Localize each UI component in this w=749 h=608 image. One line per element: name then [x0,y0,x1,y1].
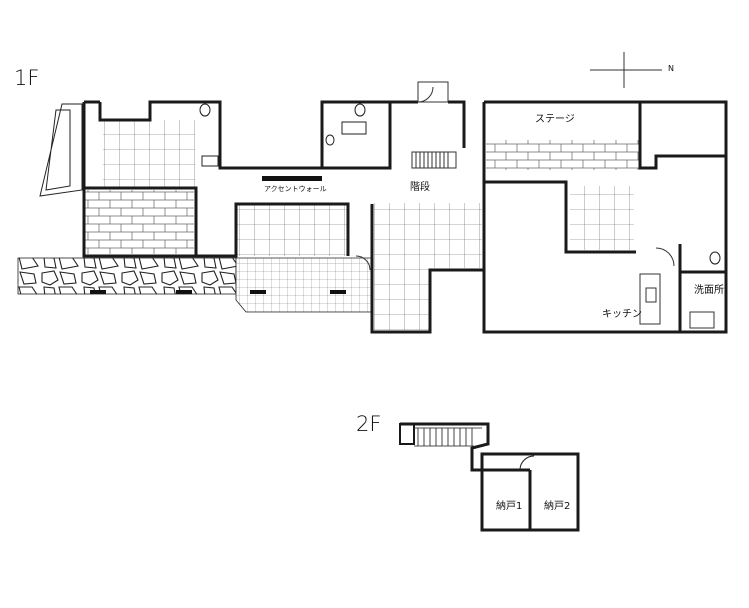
toilet-fixture-2 [354,103,366,117]
room-label-stairs: 階段 [410,182,430,193]
washroom-fixture [689,311,715,329]
room-label-storage1: 納戸1 [496,501,523,512]
stair-flight-1f [411,151,457,169]
floor-label-1f: 1F [14,66,40,90]
accent-wall [262,176,322,181]
stair-treads-2f [414,427,482,447]
wall-entrance [370,204,484,334]
floor-label-2f: 2F [356,412,382,436]
washbasin-2 [341,121,367,135]
entry-porch [417,81,449,103]
wall-washroom [678,244,726,332]
toilet-fixture-1 [199,103,211,117]
tatami-room-center [236,204,348,256]
step-3 [250,290,266,294]
door-swing-2f [519,455,535,471]
sink [645,287,657,303]
terrace-grid [235,257,373,313]
washbasin-1 [201,155,219,167]
stone-garden [17,257,237,295]
toilet-fixture-4 [709,251,721,265]
room-label-storage2: 納戸2 [544,501,571,512]
room-label-washroom: 洗面所 [694,285,724,296]
wall-2f-rooms [480,452,580,532]
step-4 [330,290,346,294]
wall-stage [484,102,726,254]
stair-treads-1f [415,152,449,168]
wall-north-mid [390,100,466,148]
wall-toilets [320,102,392,170]
wall-2f-stair [400,422,490,472]
tatami-entrance [374,203,482,330]
room-label-stage: ステージ [535,114,575,125]
door-swing-toilet [355,255,371,271]
room-label-accent-wall: アクセントウォール [264,185,327,193]
first-floor [17,52,728,334]
room-label-kitchen: キッチン [602,309,642,320]
brick-area-left [84,190,194,254]
step-2 [176,290,192,294]
tatami-room-right [570,186,634,250]
wall-east-block [482,100,728,334]
door-swing-entry [417,86,434,103]
north-label: N [668,64,674,73]
brick-area-stage [486,140,640,170]
north-compass [590,52,662,88]
tatami-room-left [103,120,195,188]
step-1 [90,290,106,294]
kitchen-counter [639,273,661,325]
stair-landing-2f [399,423,415,445]
second-floor [399,422,580,532]
balcony [39,103,83,197]
door-swing-kitchen [655,247,675,267]
wall-hall [194,188,350,258]
toilet-fixture-3 [325,134,335,146]
